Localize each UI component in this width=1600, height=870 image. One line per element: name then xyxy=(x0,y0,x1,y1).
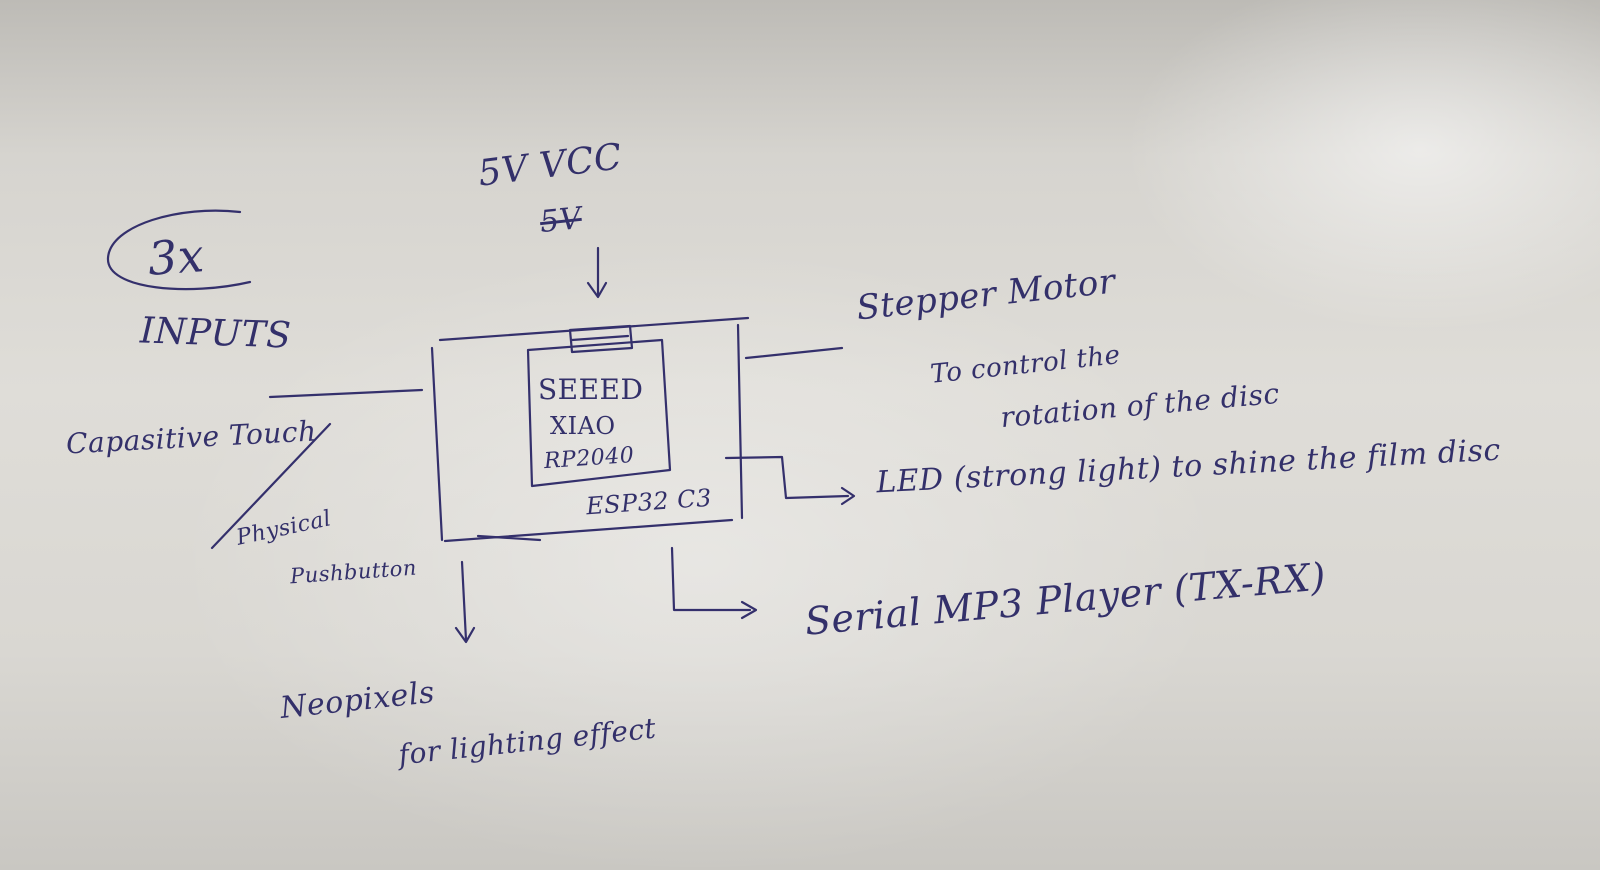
board-right xyxy=(736,323,744,520)
mp3-arrow-head xyxy=(740,600,758,620)
board-bottom xyxy=(443,518,734,543)
led-connector xyxy=(724,455,850,500)
controller-brand: SEEED xyxy=(538,373,644,406)
power-scribble: 5V xyxy=(538,200,584,241)
board-bottom-tick xyxy=(476,534,542,542)
power-arrow-head xyxy=(586,281,608,299)
stepper-connector xyxy=(744,346,844,360)
option-separator xyxy=(210,422,332,550)
inputs-label: INPUTS xyxy=(139,310,293,357)
neopixel-arrow-shaft xyxy=(460,560,468,642)
inputs-connector xyxy=(268,388,424,399)
led-arrow-head xyxy=(840,486,856,506)
neopixel-arrow-head xyxy=(454,626,476,644)
mp3-connector xyxy=(670,546,752,612)
inputs-count: 3x xyxy=(146,228,207,286)
count-circle xyxy=(106,209,252,291)
usb-connector-tab xyxy=(570,334,630,342)
usb-connector xyxy=(568,324,634,354)
module-outline xyxy=(526,338,672,488)
board-left xyxy=(430,346,444,542)
controller-model: XIAO xyxy=(550,412,616,440)
